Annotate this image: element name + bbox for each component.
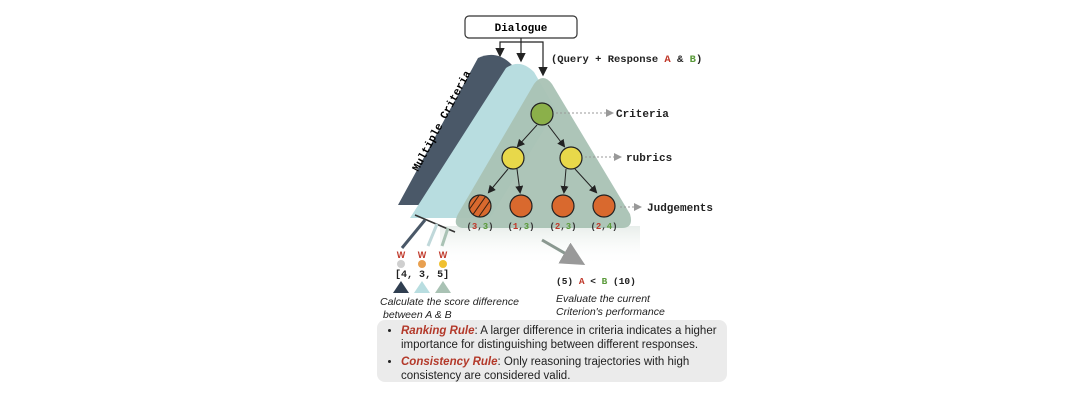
weight-label-1: W [397,250,406,260]
rule-consistency: Consistency Rule: Only reasoning traject… [401,355,727,383]
bracket-open: [ [395,269,401,281]
rubric-node-2 [559,146,583,170]
input-label-prefix: (Query + Response [551,54,664,66]
score-operator: < [590,276,596,287]
input-label-suffix: ) [696,54,702,66]
score-b: (10) [613,276,636,287]
tree-edges [487,124,598,194]
legend-triangle-dark [393,281,409,293]
judgement-nodes: (3,3) (1,3) (2,3) (2,4) [466,194,618,232]
rule-ranking: Ranking Rule: A larger difference in cri… [401,324,727,352]
score-label-a: A [579,276,585,287]
level-label-rubrics: rubrics [626,153,672,165]
input-label-amp: & [671,54,690,66]
criteria-node [530,102,554,126]
judgement-score-1: (3,3) [466,222,493,232]
score-label-b: B [602,276,608,287]
weight-medal-icon-3 [439,260,447,268]
criterion-triangle-light [410,63,556,219]
weights-bracket [400,214,456,249]
criterion-triangle-main [455,78,631,228]
judgement-score-3: (2,3) [549,222,576,232]
weight-score-1: 4 [401,270,407,281]
rule-ranking-name: Ranking Rule [401,325,475,337]
evaluate-arrow [541,238,586,266]
caption-right-line-2: Criterion's performance [556,306,665,318]
caption-right-line-1: Evaluate the current [556,293,650,305]
reflection [440,226,640,266]
judgement-score-2: (1,3) [507,222,534,232]
dialogue-label: Dialogue [495,23,548,35]
weight-medal-icon-1 [397,260,405,268]
score-a: (5) [556,276,573,287]
caption-left-line-1: Calculate the score difference [380,296,519,308]
caption-score-difference: Calculate the score difference between A… [380,296,519,322]
dialogue-box: Dialogue [464,15,578,39]
judgement-score-4: (2,4) [590,222,617,232]
weight-scores: [4, 3, 5] [395,269,449,281]
judgement-node-3 [551,194,575,218]
legend-triangle-light [414,281,430,293]
caption-evaluate-criterion: Evaluate the current Criterion's perform… [556,293,665,319]
input-label: (Query + Response A & B) [551,54,702,66]
rules-box: Ranking Rule: A larger difference in cri… [377,320,727,382]
weight-label-3: W [439,250,448,260]
level-label-criteria: Criteria [616,109,669,121]
legend-triangle-main [435,281,451,293]
judgement-node-4 [592,194,616,218]
weight-medal-icon-2 [418,260,426,268]
input-label-a: A [664,54,671,66]
rule-consistency-name: Consistency Rule [401,356,498,368]
dialogue-connectors [495,38,548,77]
weight-label-2: W [418,250,427,260]
rule-ranking-text: : A larger difference in criteria indica… [401,325,717,351]
weight-score-2: 3 [419,270,425,281]
caption-left-line-2: between A & B [383,309,452,321]
score-result: (5) A < B (10) [556,276,636,287]
weight-score-3: 5 [437,270,443,281]
input-label-b: B [690,54,697,66]
rule-consistency-text: : Only reasoning trajectories with high … [401,356,690,382]
level-pointers [556,109,642,211]
rubric-node-1 [501,146,525,170]
judgement-node-2 [509,194,533,218]
judgement-node-1 [468,194,492,218]
level-label-judgements: Judgements [647,203,713,215]
